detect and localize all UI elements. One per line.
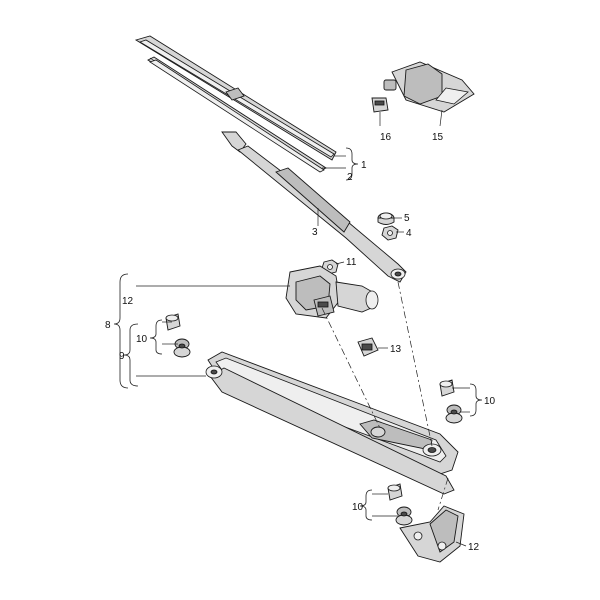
motor-connector [357,337,379,357]
callout-3: 3 [312,227,318,238]
rubber-bush-right [439,379,463,424]
callout-13: 13 [390,344,402,355]
wiper-motor [285,265,379,319]
cap [377,212,395,225]
callout-12-lower: 12 [468,542,480,553]
brace-group-8 [113,273,129,389]
leader-lines [136,109,470,547]
assembly-lines [321,281,449,511]
callout-11: 11 [346,257,357,268]
wiper-linkage-frame [205,351,459,495]
callout-15: 15 [432,132,444,143]
callout-8: 8 [105,320,111,331]
sensor-connector [371,97,389,113]
brace-10-left [149,319,163,355]
callout-5: 5 [404,213,410,224]
wiper-blade [134,35,337,172]
wiper-blade-rubber [149,59,325,173]
mounting-bracket [399,505,465,563]
callout-1: 1 [361,160,367,171]
brace-10-bottom [359,489,373,521]
callout-10-right: 10 [484,396,496,407]
wiper-arm [221,131,407,283]
hex-nut [381,225,399,241]
rubber-bush-bottom [387,483,413,526]
callout-16: 16 [380,132,392,143]
callout-10-left: 10 [136,334,148,345]
brace-group-9 [123,323,139,387]
rain-sensor [383,61,475,113]
callout-9: 9 [119,351,125,362]
callout-4: 4 [406,228,412,239]
callout-2: 2 [347,172,353,183]
brace-10-right [469,383,483,417]
callout-12-upper: 12 [122,296,134,307]
rubber-bush-left [165,313,191,358]
callout-10-bottom: 10 [352,502,364,513]
